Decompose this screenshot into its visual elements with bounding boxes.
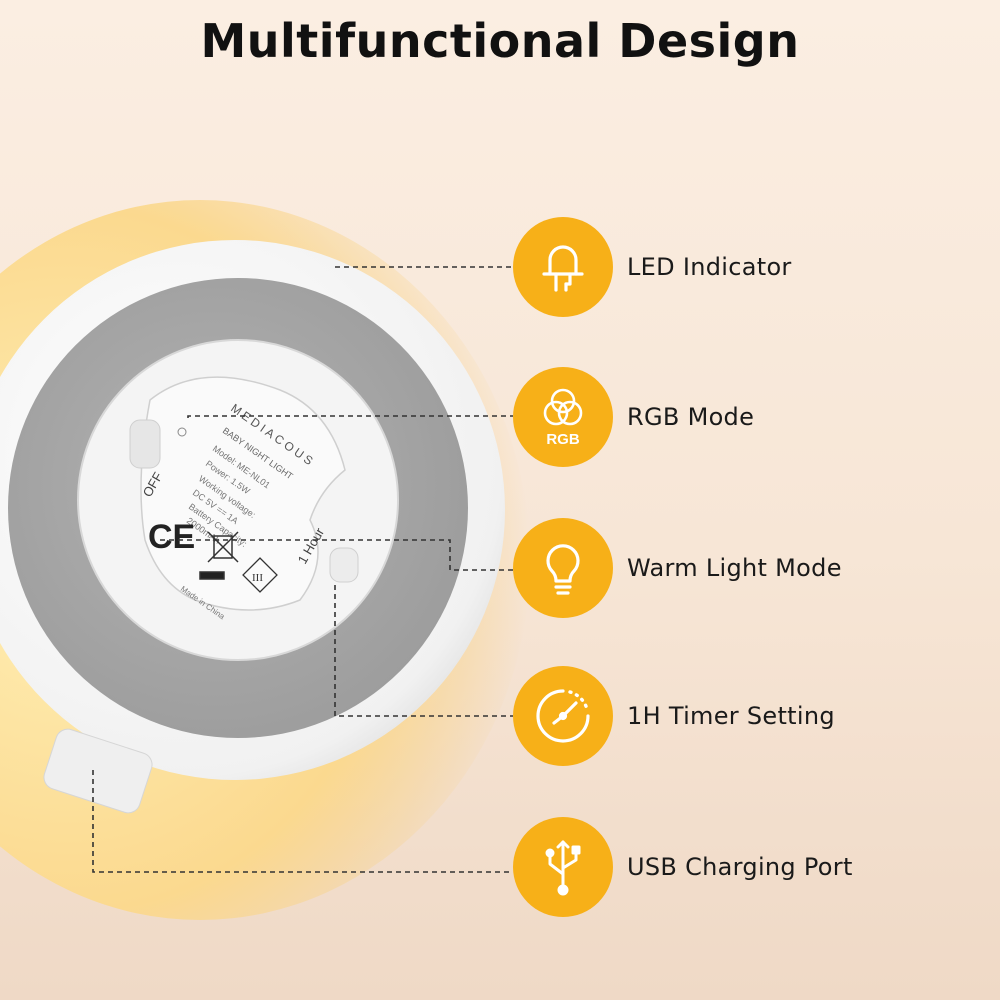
ce-mark: CE (148, 518, 195, 556)
class-mark-text: III (252, 572, 263, 584)
leader-lines (92, 266, 513, 873)
led-icon (513, 217, 613, 317)
feature-label: Warm Light Mode (627, 554, 842, 582)
leader-timer (334, 585, 513, 717)
timer-icon (513, 666, 613, 766)
power-switch (129, 419, 161, 469)
leader-warm (160, 539, 513, 571)
feature-led-indicator: LED Indicator (513, 217, 792, 317)
leader-rgb (187, 415, 513, 418)
feature-timer: 1H Timer Setting (513, 666, 835, 766)
feature-label: RGB Mode (627, 403, 755, 431)
timer-button (329, 547, 359, 583)
usb-icon (513, 817, 613, 917)
class-mark-box (242, 557, 278, 593)
bulb-icon (513, 518, 613, 618)
usb-port-shape (43, 728, 153, 814)
weee-icon (199, 531, 239, 580)
feature-usb-port: USB Charging Port (513, 817, 853, 917)
feature-label: LED Indicator (627, 253, 792, 281)
rgb-icon: RGB (513, 367, 613, 467)
feature-warm-light: Warm Light Mode (513, 518, 842, 618)
feature-label: USB Charging Port (627, 853, 853, 881)
feature-label: 1H Timer Setting (627, 702, 835, 730)
label-sticker (140, 376, 346, 611)
feature-rgb-mode: RGB RGB Mode (513, 367, 754, 467)
svg-text:RGB: RGB (546, 431, 580, 448)
led-dot (177, 427, 187, 437)
leader-usb (92, 770, 513, 873)
page-title: Multifunctional Design (200, 14, 800, 68)
